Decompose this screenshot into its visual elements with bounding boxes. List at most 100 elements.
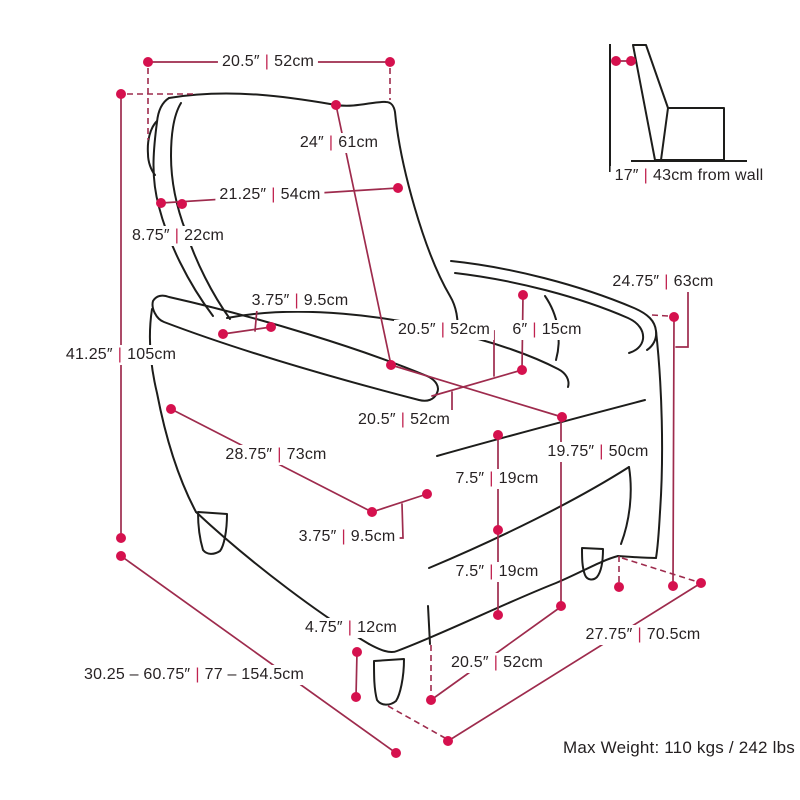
imperial-value: 7.5″ — [455, 470, 485, 487]
dim-dot — [331, 100, 341, 110]
imperial-value: 7.5″ — [455, 563, 485, 580]
imperial-value: 41.25″ — [65, 346, 113, 363]
dim-label-side-panel-upper: 7.5″|19cm — [451, 469, 543, 489]
dim-dot — [386, 360, 396, 370]
dim-dot — [556, 601, 566, 611]
dim-extended-length-line — [120, 555, 397, 754]
dim-dot — [116, 89, 126, 99]
max-weight-note: Max Weight: 110 kgs / 242 lbs — [563, 738, 795, 757]
dim-dot — [351, 692, 361, 702]
dimension-points — [116, 56, 706, 758]
unit-separator: | — [664, 273, 669, 290]
dim-arm-floor-height-bracket — [675, 291, 689, 348]
imperial-value: 3.75″ — [251, 292, 290, 309]
metric-value: 22cm — [184, 227, 225, 244]
dim-label-overall-height: 41.25″|105cm — [61, 345, 181, 365]
dim-label-arm-top-width: 3.75″|9.5cm — [247, 291, 353, 311]
right-side-seam-upper — [436, 399, 646, 457]
imperial-value: 6″ — [512, 321, 528, 338]
dim-arm-top-width-hook — [254, 308, 258, 332]
dim-dot — [669, 312, 679, 322]
unit-separator: | — [271, 186, 276, 203]
dim-label-wall-clearance: 17″|43cm from wall — [610, 166, 768, 186]
dim-dot — [116, 551, 126, 561]
dim-dot — [426, 695, 436, 705]
left-armrest-slab — [151, 294, 439, 402]
dash-floor-rear-edge — [621, 557, 699, 583]
unit-separator: | — [637, 626, 642, 643]
imperial-value: 21.25″ — [219, 186, 267, 203]
unit-separator: | — [174, 227, 180, 244]
dash-front-corner-riser — [387, 705, 446, 739]
imperial-value: 27.75″ — [585, 626, 633, 643]
imperial-value: 20.5″ — [450, 654, 489, 671]
backrest-inner-left-edge — [170, 102, 231, 320]
dim-label-top-width: 20.5″|52cm — [217, 52, 319, 72]
backrest-outer-left-edge — [152, 97, 214, 317]
front-right-leg — [581, 547, 604, 581]
imperial-value: 28.75″ — [225, 446, 273, 463]
unit-separator: | — [489, 563, 494, 580]
unit-separator: | — [599, 443, 604, 460]
unit-separator: | — [532, 321, 537, 338]
unit-separator: | — [328, 134, 334, 151]
dim-dot — [557, 412, 567, 422]
unit-separator: | — [195, 666, 200, 683]
dim-seat-diagonal-a — [390, 364, 563, 418]
chair-drawing — [146, 92, 664, 706]
dim-dot — [143, 57, 153, 67]
dim-label-seat-front-lip: 3.75″|9.5cm — [294, 527, 400, 547]
front-bottom-edge — [368, 555, 619, 654]
right-side-seam-lower — [428, 466, 630, 569]
front-left-leg — [373, 658, 405, 706]
metric-value: 9.5cm — [350, 528, 396, 545]
metric-value: 54cm — [280, 186, 321, 203]
metric-value: 77 – 154.5cm — [204, 666, 305, 683]
metric-value: 9.5cm — [303, 292, 349, 309]
dim-label-arm-floor-height: 24.75″|63cm — [608, 272, 718, 292]
metric-value: 43cm from wall — [653, 167, 764, 184]
metric-value: 19cm — [498, 470, 539, 487]
imperial-value: 17″ — [614, 167, 639, 184]
dim-seat-front-lip-line — [371, 493, 428, 513]
metric-value: 52cm — [274, 53, 315, 70]
dim-dot — [696, 578, 706, 588]
dim-dot — [367, 507, 377, 517]
metric-value: 52cm — [410, 411, 451, 428]
metric-value: 63cm — [673, 273, 714, 290]
metric-value: 73cm — [286, 446, 327, 463]
dim-label-side-panel-lower: 7.5″|19cm — [451, 562, 543, 582]
imperial-value: 20.5″ — [221, 53, 260, 70]
dim-label-back-height: 24″|61cm — [295, 133, 383, 153]
right-side-bottom-edge — [617, 555, 657, 559]
dim-dot — [626, 56, 636, 66]
dim-dot — [266, 322, 276, 332]
dim-dot — [393, 183, 403, 193]
metric-value: 52cm — [450, 321, 491, 338]
dash-arm-floor-connector — [651, 314, 669, 317]
dim-dot — [611, 56, 621, 66]
imperial-value: 24″ — [299, 134, 324, 151]
wall-clearance-inset — [609, 44, 747, 172]
dim-label-seat-height: 19.75″|50cm — [543, 442, 653, 462]
dim-floor-depth-line — [447, 582, 702, 742]
dim-arm-floor-height-line — [672, 316, 675, 587]
imperial-value: 24.75″ — [612, 273, 660, 290]
dim-dot — [493, 610, 503, 620]
dim-dot — [493, 525, 503, 535]
dim-leg-height-line — [355, 651, 358, 698]
dim-label-seat-width-lower: 20.5″|52cm — [353, 410, 455, 430]
inset-chair-back — [632, 44, 669, 161]
dim-label-floor-width: 20.5″|52cm — [446, 653, 548, 673]
unit-separator: | — [400, 411, 406, 428]
unit-separator: | — [643, 167, 649, 184]
dim-label-floor-depth: 27.75″|70.5cm — [581, 625, 705, 645]
imperial-value: 4.75″ — [304, 619, 343, 636]
dim-label-leg-height: 4.75″|12cm — [300, 618, 402, 638]
dim-label-extended-length: 30.25 – 60.75″|77 – 154.5cm — [79, 665, 309, 685]
dim-dot — [218, 329, 228, 339]
unit-separator: | — [294, 292, 299, 309]
dim-dot — [352, 647, 362, 657]
